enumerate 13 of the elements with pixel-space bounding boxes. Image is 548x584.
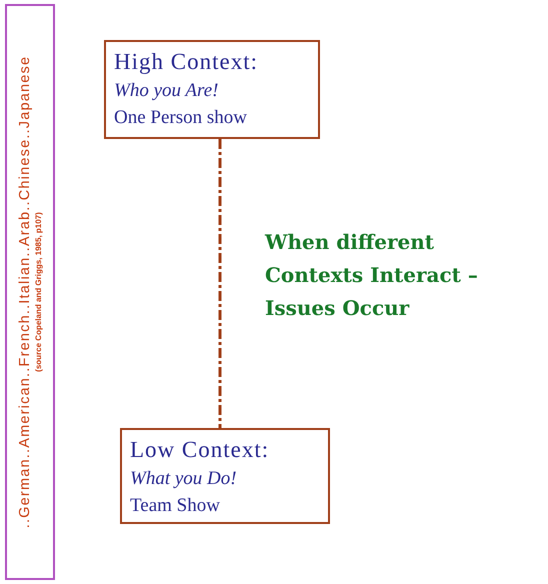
box-body: One Person show (114, 106, 248, 130)
context-box (120, 428, 330, 524)
side-band (5, 4, 55, 580)
box-heading: Low Context: (130, 436, 270, 464)
box-heading: High Context: (114, 48, 259, 76)
box-subheading: What you Do! (130, 467, 238, 491)
box-subheading: Who you Are! (114, 79, 220, 103)
note-text: When different Contexts Interact – Issues Occur (265, 229, 479, 322)
dash-dot-connector (218, 139, 222, 428)
box-body: Team Show (130, 494, 221, 518)
culture-list: ..German..American..French..Italian..Arab..Chinese..Japanese (16, 56, 34, 528)
context-box (104, 40, 320, 139)
source-note: (source Copeland and Griggs, 1985, p107) (34, 212, 44, 372)
